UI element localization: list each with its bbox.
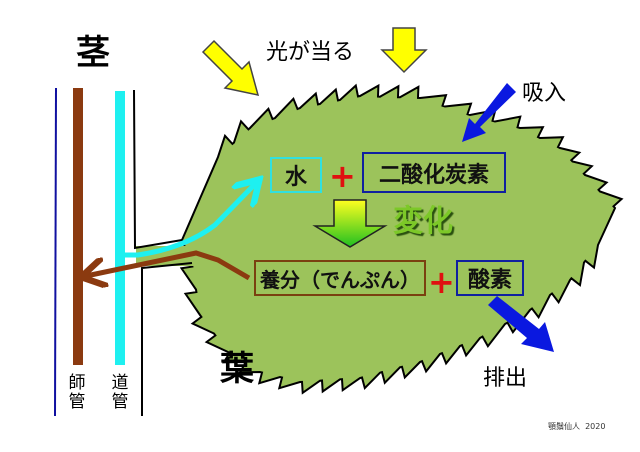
stem-outer-line (54, 87, 57, 417)
intake-arrow (462, 83, 516, 142)
sunlight-arrow-down (380, 27, 428, 74)
light-label: 光が当る (266, 40, 355, 65)
intake-label: 吸入 (522, 81, 567, 106)
water-flow-arrow (120, 183, 256, 258)
change-label: 変化 (393, 204, 453, 239)
plus-sign-top: + (329, 157, 356, 195)
nutrient-box: 養分（でんぷん） (254, 260, 426, 296)
stem-edge-lower (141, 262, 193, 416)
change-arrow (312, 199, 388, 248)
credit-text: 顎鬚仙人 2020 (548, 422, 606, 431)
plus-sign-bottom: + (428, 263, 455, 301)
oxygen-box: 酸素 (456, 260, 524, 296)
water-box: 水 (270, 157, 322, 193)
leaf-label: 葉 (220, 349, 254, 389)
exhaust-label: 排出 (483, 366, 528, 391)
nutrient-flow-arrow (86, 250, 251, 278)
sunlight-arrow-diagonal (201, 39, 260, 96)
phloem-label: 師管 (68, 373, 86, 412)
exhaust-arrow (488, 296, 554, 352)
leaf-shape (179, 83, 624, 395)
stem-edge-upper (133, 89, 183, 250)
stem-label: 茎 (76, 33, 110, 73)
xylem-label: 道管 (111, 373, 129, 412)
co2-box: 二酸化炭素 (362, 152, 506, 193)
